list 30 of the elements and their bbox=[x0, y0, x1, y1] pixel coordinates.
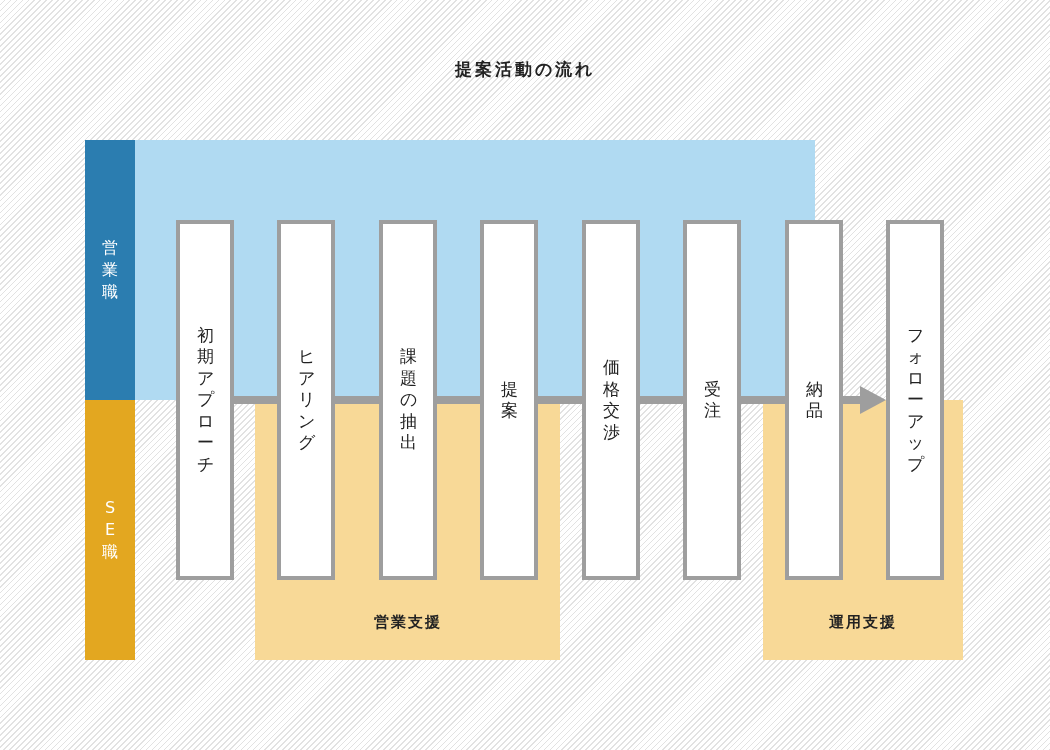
process-box bbox=[480, 220, 538, 580]
lane-header bbox=[85, 400, 135, 660]
connector-line bbox=[741, 396, 785, 404]
process-box bbox=[886, 220, 944, 580]
step-label: 提案 bbox=[500, 378, 518, 422]
process-box bbox=[683, 220, 741, 580]
step-label: フォローアップ bbox=[906, 324, 924, 476]
process-box bbox=[176, 220, 234, 580]
connector-line bbox=[538, 396, 582, 404]
process-box bbox=[277, 220, 335, 580]
arrow bbox=[843, 386, 886, 414]
band-label: 運用支援 bbox=[829, 613, 897, 632]
connector-line bbox=[335, 396, 379, 404]
connector-line bbox=[640, 396, 683, 404]
lane-label: 営業職 bbox=[101, 237, 119, 303]
lane-label: SE職 bbox=[101, 497, 119, 563]
step-label: 受注 bbox=[703, 378, 721, 422]
step-label: 初期アプローチ bbox=[196, 324, 214, 476]
step-label: 課題の抽出 bbox=[399, 346, 417, 454]
process-box bbox=[379, 220, 437, 580]
lane-header bbox=[85, 140, 135, 400]
process-box bbox=[785, 220, 843, 580]
step-label: 価格交渉 bbox=[602, 357, 620, 443]
connector-line bbox=[437, 396, 480, 404]
connector-line bbox=[234, 396, 277, 404]
band-label: 営業支援 bbox=[373, 613, 442, 632]
step-label: 納品 bbox=[805, 378, 823, 422]
diagram-title: 提案活動の流れ bbox=[453, 58, 596, 81]
step-label: ヒアリング bbox=[297, 346, 315, 454]
process-box bbox=[582, 220, 640, 580]
